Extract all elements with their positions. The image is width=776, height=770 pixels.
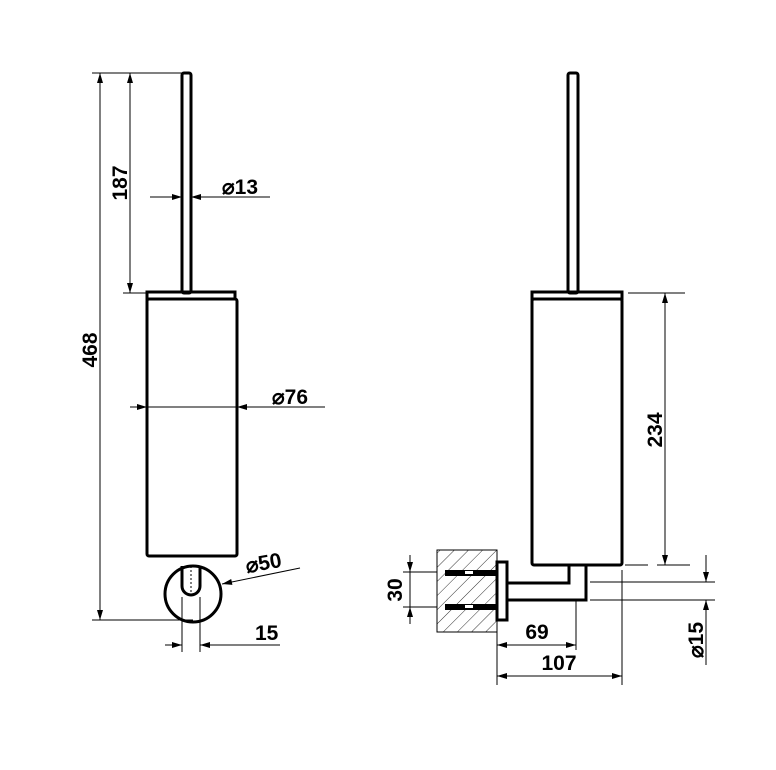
dim-total-height: 468 [79,332,102,367]
wall-base-disc [163,564,223,624]
dim-body-height: 234 [644,412,667,447]
wall-anchors [445,570,497,610]
dim-projection: 107 [541,652,576,675]
wall-section [436,549,498,633]
dim-arm-offset: 69 [525,621,548,644]
dim-handle-diameter: ⌀13 [222,176,258,199]
dim-plate-spacing: 30 [384,578,407,601]
dim-slot-width: 15 [255,622,279,645]
dim-arm-diameter: ⌀15 [685,622,708,658]
dim-base-diameter: ⌀50 [244,549,283,578]
side-view: 234 30 ⌀15 69 107 [384,71,715,685]
dim-body-diameter: ⌀76 [272,386,308,409]
base-slot [180,566,202,597]
container-body-side [530,297,624,567]
dim-handle-length: 187 [109,165,132,200]
wall-plate [495,560,509,622]
brush-handle-side [566,71,580,295]
container-body [145,297,239,558]
front-view: 468 187 ⌀13 ⌀76 ⌀50 15 [79,71,325,652]
brush-handle [180,71,193,295]
wall-arm [507,566,588,602]
